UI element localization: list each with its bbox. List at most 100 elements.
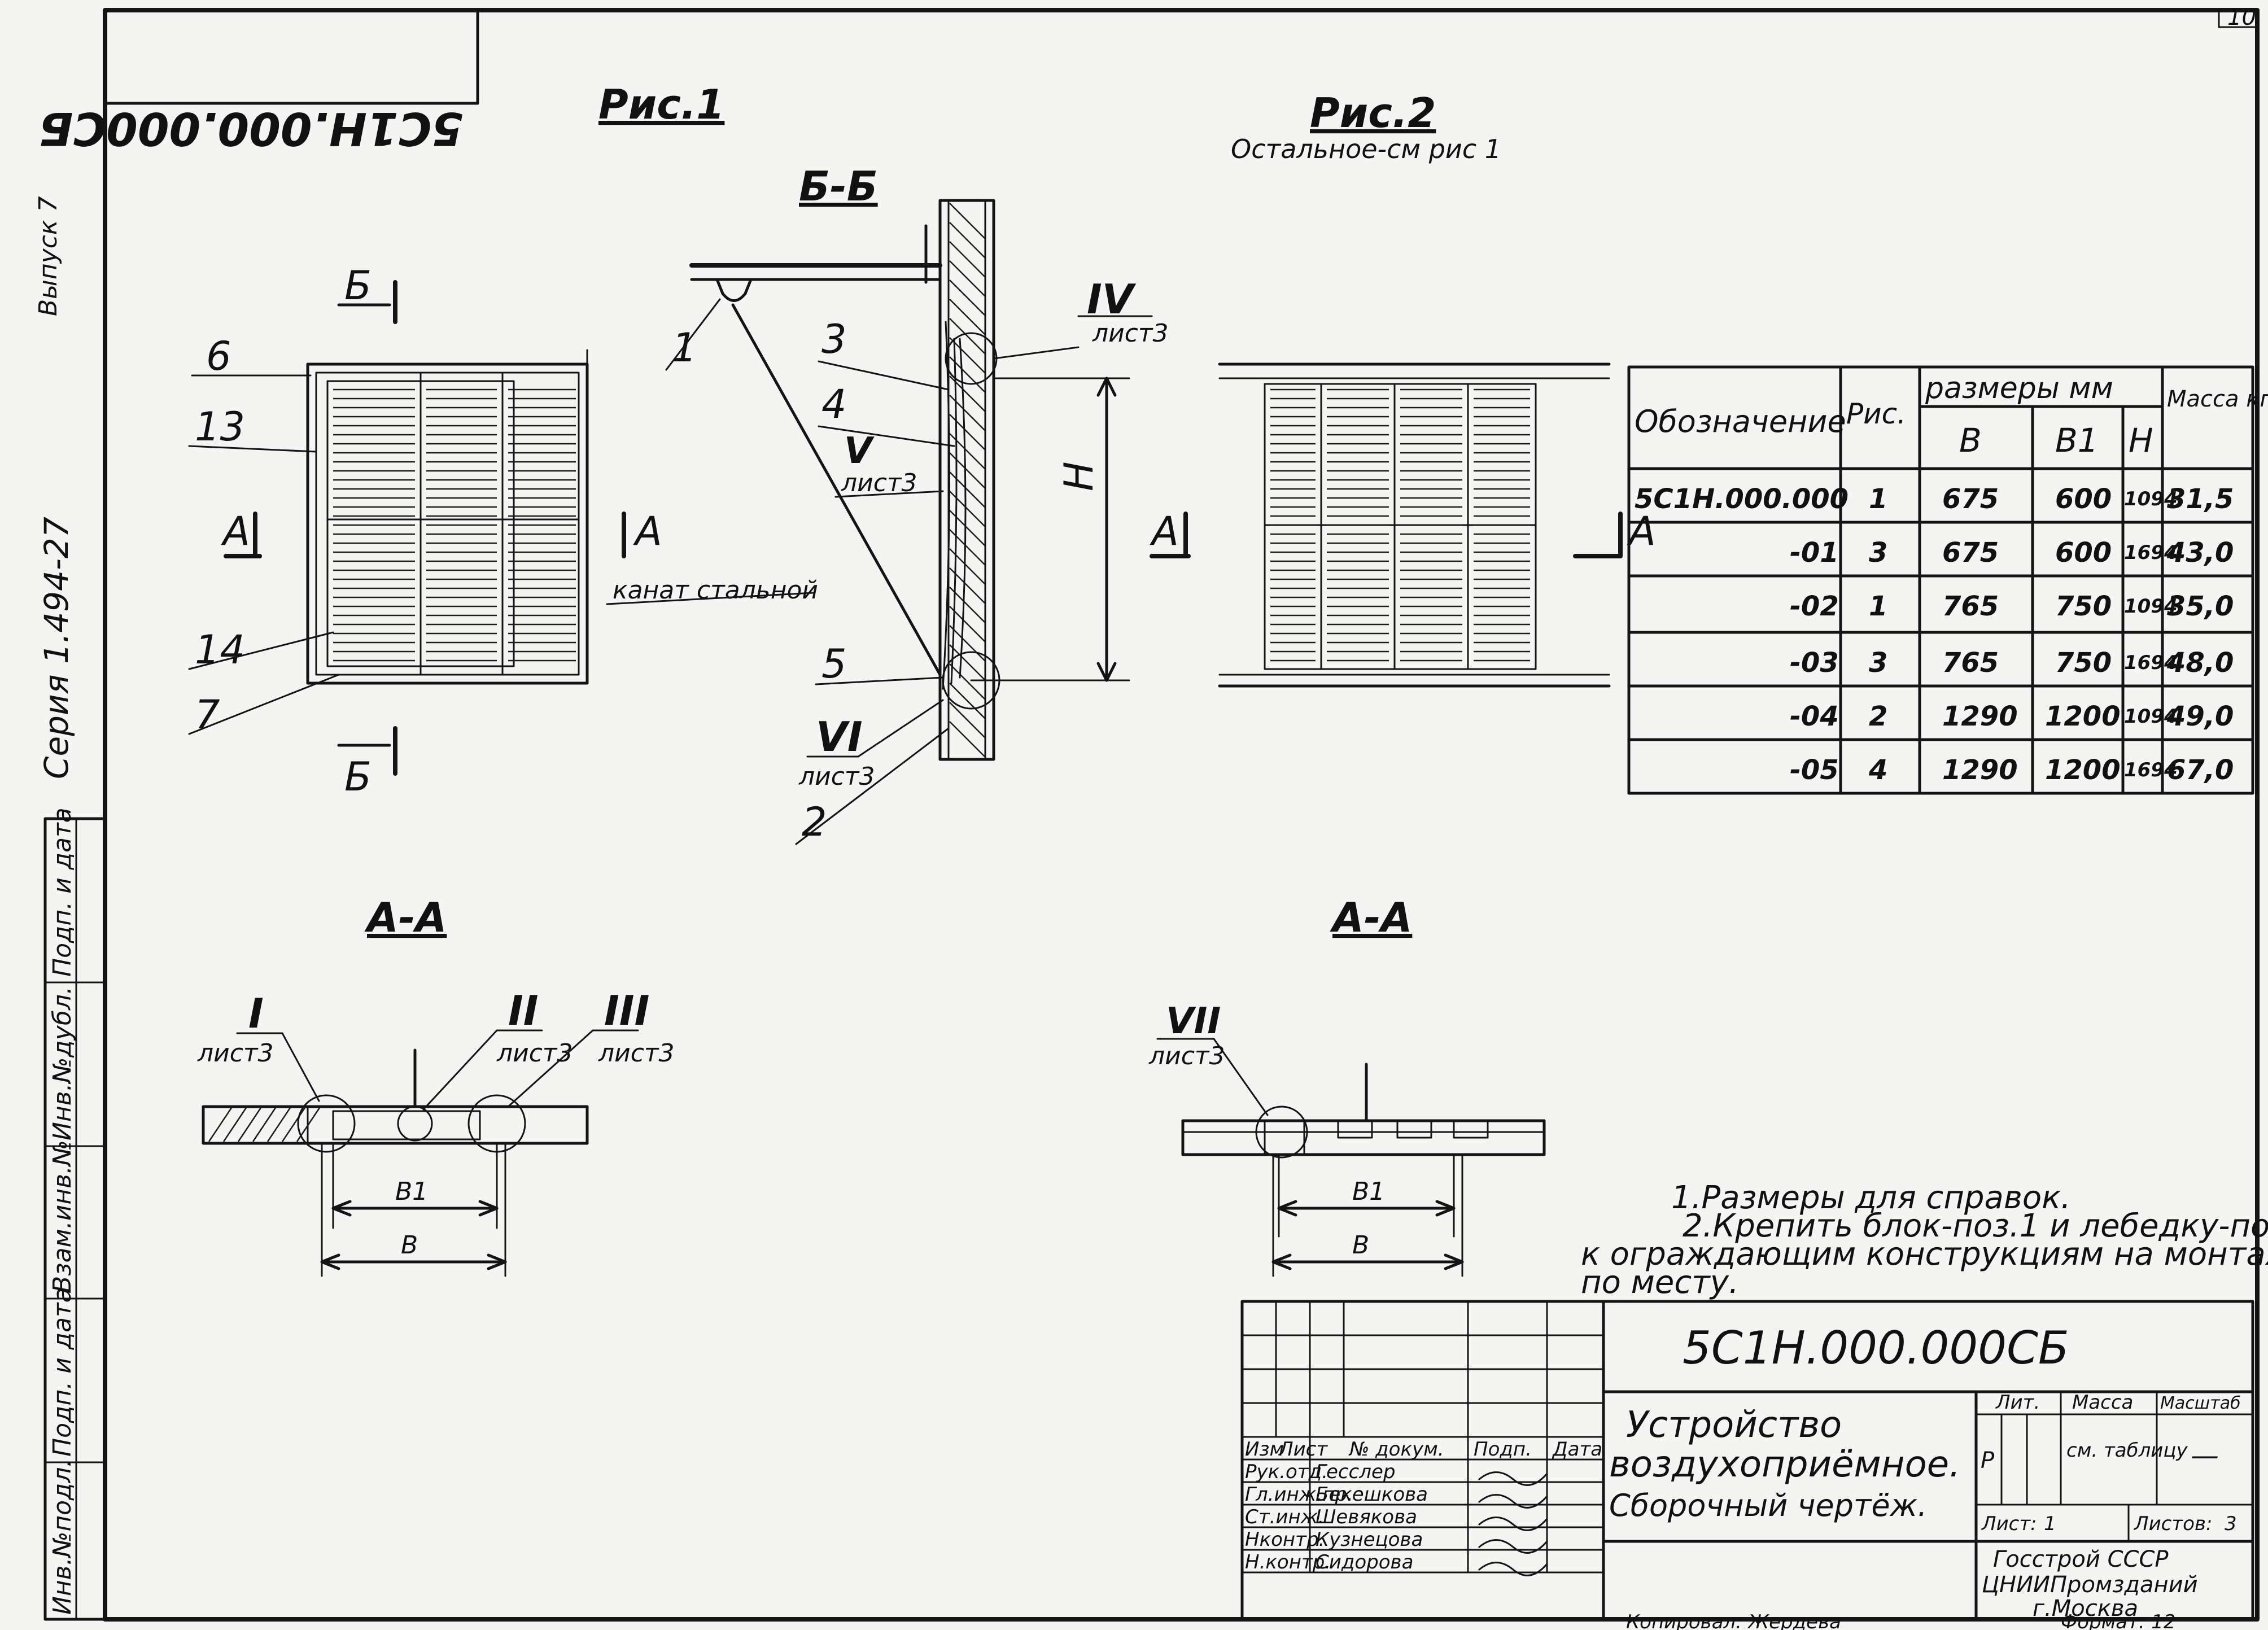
stamp-label-2: Инв.№дубл. bbox=[48, 986, 77, 1140]
aa1-hatch bbox=[208, 1107, 321, 1142]
row2-b1: 600 bbox=[2055, 537, 2112, 569]
hatch-line bbox=[949, 644, 985, 680]
hatch-line bbox=[949, 452, 985, 488]
roman-iii: III bbox=[604, 987, 649, 1034]
row5-fig: 2 bbox=[1869, 701, 1887, 732]
tb-sheets-value: 3 bbox=[2225, 1513, 2237, 1535]
fig2-title: Рис.2 bbox=[1310, 89, 1436, 137]
row3-h: 1094 bbox=[2124, 595, 2178, 618]
hatch-line bbox=[949, 721, 985, 757]
top-code-mirrored: 5С1Н.000.000СБ bbox=[39, 102, 463, 155]
hatch-line bbox=[949, 279, 985, 316]
row3-b1: 750 bbox=[2055, 591, 2112, 622]
hatch-line bbox=[949, 241, 985, 277]
section-bb-drawing: H bbox=[689, 199, 1130, 761]
stamp-label-4: Подп. и дата bbox=[48, 1287, 77, 1457]
hdr-fig: Рис. bbox=[1846, 397, 1906, 430]
rope-label: канат стальной bbox=[613, 576, 818, 605]
tb-name-line3: Сборочный чертёж. bbox=[1609, 1488, 1927, 1523]
roman-iv: IV bbox=[1087, 276, 1137, 323]
fig1-front-view bbox=[306, 349, 589, 685]
section-bb-title: Б-Б bbox=[799, 163, 878, 210]
row1-mass: 31,5 bbox=[2167, 483, 2234, 515]
fig2-louvers bbox=[1270, 388, 1530, 662]
row4-mass: 48,0 bbox=[2166, 647, 2234, 679]
dim-h: H bbox=[1056, 461, 1102, 491]
hatch-line bbox=[949, 299, 985, 335]
tb-mass-label: Масса bbox=[2072, 1391, 2133, 1414]
frame-number: 10 bbox=[2227, 5, 2256, 30]
signature-marks bbox=[1478, 1471, 1548, 1576]
fig2-dim-b1: B1 bbox=[1352, 1177, 1385, 1206]
row1-b1: 600 bbox=[2055, 483, 2112, 515]
tb-name-4: Кузнецова bbox=[1316, 1528, 1423, 1551]
tb-scale-value: — bbox=[2191, 1439, 2219, 1472]
row1-b: 675 bbox=[1942, 483, 1999, 515]
tb-org-line3: г.Москва bbox=[2033, 1596, 2138, 1622]
wall-hatch bbox=[949, 203, 985, 757]
fig1-dim-b: B bbox=[401, 1231, 418, 1260]
row2-designation: -01 bbox=[1790, 537, 1839, 569]
tb-sheet-value: 1 bbox=[2044, 1513, 2056, 1535]
hatch-line bbox=[266, 1107, 291, 1142]
tb-role-2: Гл.инж.пр. bbox=[1245, 1483, 1353, 1506]
footer-format: Формат: 12 bbox=[2061, 1611, 2175, 1630]
tb-role-5: Н.контр. bbox=[1245, 1551, 1331, 1574]
hatch-line bbox=[222, 1107, 247, 1142]
callout-13: 13 bbox=[195, 404, 245, 450]
hdr-designation: Обозначение bbox=[1635, 404, 1846, 439]
note-4: по месту. bbox=[1581, 1264, 1739, 1301]
fig2-cut-a-left: А bbox=[1150, 508, 1179, 554]
roman-ii: II bbox=[508, 987, 539, 1034]
row3-b: 765 bbox=[1942, 591, 1999, 622]
fig1-section-aa-drawing: B1 B bbox=[202, 1048, 589, 1277]
fig1-cut-a-left: А bbox=[221, 508, 250, 554]
row4-b: 765 bbox=[1942, 647, 1999, 679]
tb-lit-label: Лит. bbox=[1995, 1391, 2040, 1414]
tb-name-2: Бекешкова bbox=[1316, 1483, 1428, 1506]
row5-h: 1094 bbox=[2124, 705, 2178, 728]
row6-h: 1694 bbox=[2124, 759, 2178, 781]
top-code-box: 5С1Н.000.000СБ bbox=[39, 8, 479, 155]
stamp-label-1: Подп. и дата bbox=[48, 807, 77, 977]
fig1-cut-marks: Б Б А А bbox=[221, 263, 662, 800]
hdr-h: H bbox=[2129, 421, 2153, 460]
callout-5: 5 bbox=[821, 641, 847, 687]
row2-fig: 3 bbox=[1869, 537, 1887, 569]
tb-name-3: Шевякова bbox=[1316, 1506, 1417, 1528]
row5-designation: -04 bbox=[1790, 701, 1839, 732]
tb-lit-value: Р bbox=[1981, 1448, 1995, 1474]
hatch-line bbox=[949, 683, 985, 719]
stamp-label-5: Инв.№подл. bbox=[48, 1459, 77, 1615]
roman-iii-sheet: лист3 bbox=[598, 1039, 675, 1068]
fig2-dim-b: B bbox=[1352, 1231, 1369, 1260]
footer-copied: Копировал: Жердева bbox=[1626, 1611, 1841, 1630]
hatch-line bbox=[949, 433, 985, 469]
spec-table: Обозначение Рис. размеры мм Масса кг B B… bbox=[1627, 365, 2268, 795]
tb-role-1: Рук.отд. bbox=[1245, 1461, 1328, 1483]
note-3: к ограждающим конструкциям на монтаже bbox=[1581, 1236, 2268, 1273]
side-seriya: Серия 1.494-27 bbox=[37, 517, 76, 779]
row2-b: 675 bbox=[1942, 537, 1999, 569]
hatch-line bbox=[252, 1107, 277, 1142]
row4-fig: 3 bbox=[1869, 647, 1887, 679]
title-block: Изм Лист № докум. Подп. Дата Рук.отд. Ге… bbox=[1240, 1300, 2254, 1622]
tb-org-line1: Госстрой СССР bbox=[1993, 1546, 2169, 1572]
row6-b: 1290 bbox=[1942, 754, 2018, 786]
hatch-line bbox=[949, 606, 985, 642]
row4-b1: 750 bbox=[2055, 647, 2112, 679]
hatch-line bbox=[949, 625, 985, 661]
row1-designation: 5С1Н.000.000 bbox=[1635, 483, 1849, 515]
stamp-label-3: Взам.инв.№ bbox=[48, 1140, 77, 1293]
fig1-louvers bbox=[333, 388, 576, 662]
row3-designation: -02 bbox=[1790, 591, 1839, 622]
callout-3: 3 bbox=[821, 316, 847, 362]
roman-vi: VI bbox=[816, 713, 863, 761]
tb-name-line2: воздухоприёмное. bbox=[1609, 1444, 1961, 1485]
row6-designation: -05 bbox=[1790, 754, 1839, 786]
row2-mass: 43,0 bbox=[2166, 537, 2234, 569]
row3-mass: 35,0 bbox=[2167, 591, 2234, 622]
hatch-line bbox=[949, 702, 985, 738]
row4-h: 1694 bbox=[2124, 652, 2178, 674]
